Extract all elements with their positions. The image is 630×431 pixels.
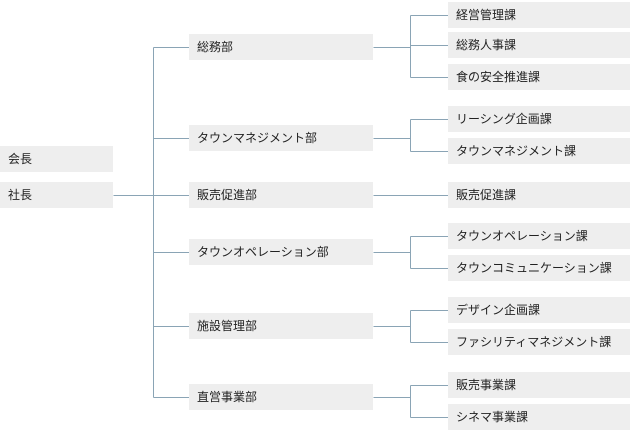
section-cinema: シネマ事業課 bbox=[448, 404, 630, 430]
section-leasing-planning: リーシング企画課 bbox=[448, 106, 630, 132]
section-label: リーシング企画課 bbox=[456, 112, 552, 126]
section-facility-management: ファシリティマネジメント課 bbox=[448, 329, 630, 355]
section-label: 食の安全推進課 bbox=[456, 70, 541, 84]
section-sales-promotion: 販売促進課 bbox=[448, 182, 630, 208]
section-label: デザイン企画課 bbox=[456, 303, 541, 317]
section-design-planning: デザイン企画課 bbox=[448, 297, 630, 323]
section-label: ファシリティマネジメント課 bbox=[456, 335, 612, 349]
executive-label: 社長 bbox=[8, 188, 33, 202]
section-town-operation: タウンオペレーション課 bbox=[448, 223, 630, 249]
section-direct-sales: 販売事業課 bbox=[448, 372, 630, 398]
department-town-operation: タウンオペレーション部 bbox=[189, 239, 373, 265]
section-keiei-kanri: 経営管理課 bbox=[448, 2, 630, 28]
department-label: タウンオペレーション部 bbox=[197, 245, 329, 259]
executive-label: 会長 bbox=[8, 152, 33, 166]
department-label: 施設管理部 bbox=[197, 319, 258, 333]
section-label: 経営管理課 bbox=[456, 8, 517, 22]
section-label: タウンコミュニケーション課 bbox=[456, 261, 612, 275]
section-label: 総務人事課 bbox=[456, 38, 517, 52]
department-soumu: 総務部 bbox=[189, 34, 373, 60]
department-label: タウンマネジメント部 bbox=[197, 131, 318, 145]
executive-chairman: 会長 bbox=[0, 146, 113, 172]
department-facility: 施設管理部 bbox=[189, 313, 373, 339]
section-label: 販売事業課 bbox=[456, 378, 517, 392]
section-label: 販売促進課 bbox=[456, 188, 517, 202]
section-label: タウンオペレーション課 bbox=[456, 229, 588, 243]
department-label: 総務部 bbox=[197, 40, 234, 54]
section-town-management: タウンマネジメント課 bbox=[448, 138, 630, 164]
department-sales-promotion: 販売促進部 bbox=[189, 182, 373, 208]
department-label: 直営事業部 bbox=[197, 390, 258, 404]
executive-president: 社長 bbox=[0, 182, 113, 208]
department-town-management: タウンマネジメント部 bbox=[189, 125, 373, 151]
section-soumu-jinji: 総務人事課 bbox=[448, 32, 630, 58]
department-direct-business: 直営事業部 bbox=[189, 384, 373, 410]
department-label: 販売促進部 bbox=[197, 188, 258, 202]
section-label: シネマ事業課 bbox=[456, 410, 529, 424]
section-food-safety: 食の安全推進課 bbox=[448, 64, 630, 90]
section-label: タウンマネジメント課 bbox=[456, 144, 577, 158]
section-town-communication: タウンコミュニケーション課 bbox=[448, 255, 630, 281]
